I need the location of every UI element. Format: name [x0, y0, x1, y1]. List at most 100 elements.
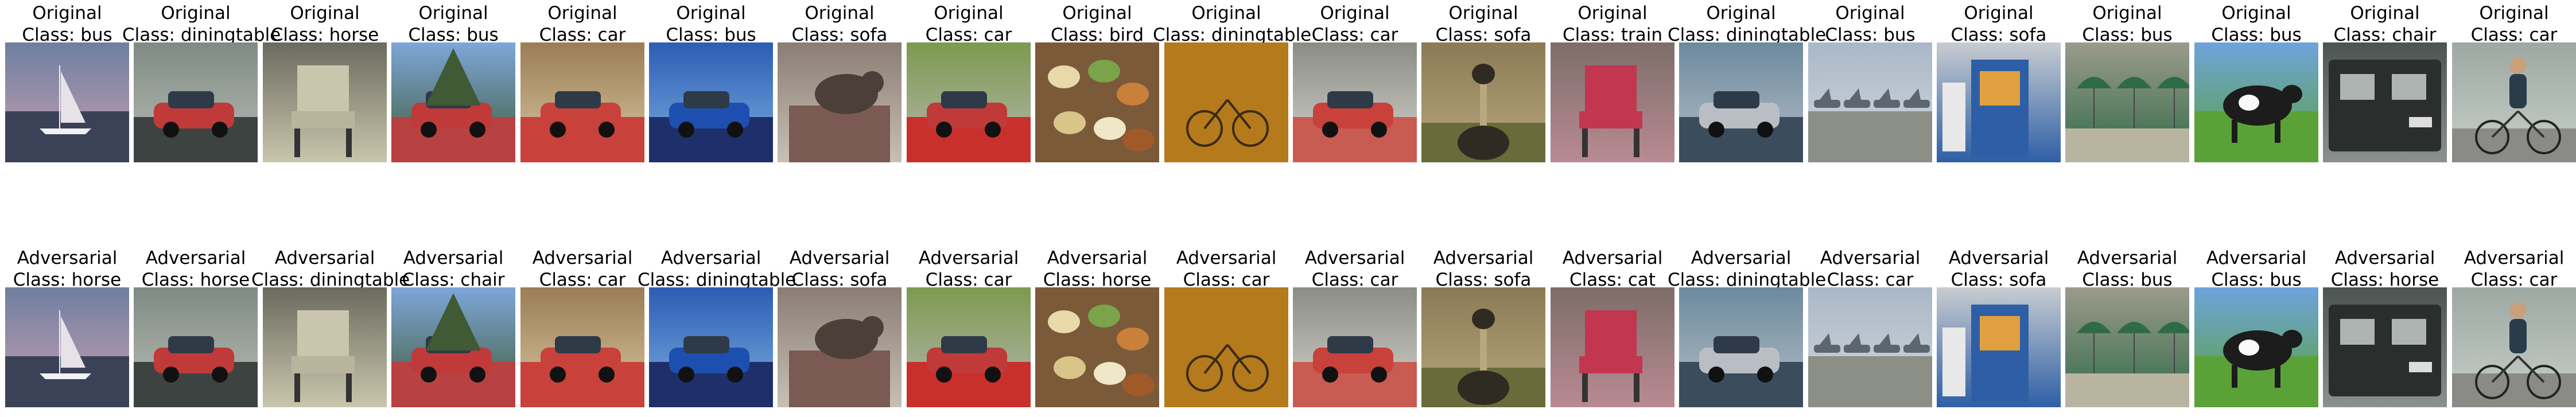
photo-umbrellas — [2065, 42, 2189, 162]
panel-title: Original — [1578, 3, 1648, 24]
class-label: Class: car — [895, 269, 1042, 291]
photo-cyclist — [2452, 42, 2576, 162]
photo-airplanes — [1808, 287, 1932, 407]
panel-title: Adversarial — [1562, 248, 1663, 268]
photo-cat — [778, 42, 902, 162]
image-thumbnail — [2194, 42, 2318, 162]
photo-cyclist — [2452, 287, 2576, 407]
image-thumbnail — [134, 287, 258, 407]
panel-title: Original — [1448, 3, 1518, 24]
class-value: bus — [2140, 25, 2173, 45]
photo-silver-car — [1679, 287, 1803, 407]
image-thumbnail — [1679, 287, 1803, 407]
panel-title: Original — [2479, 3, 2549, 24]
class-prefix: Class: — [1183, 270, 1242, 290]
panel-title: Adversarial — [532, 248, 633, 268]
image-thumbnail — [1293, 42, 1417, 162]
class-value: sofa — [2009, 25, 2047, 45]
panel-title: Original — [1320, 3, 1390, 24]
class-value: car — [2529, 25, 2558, 45]
photo-cow — [2194, 42, 2318, 162]
class-value: car — [597, 25, 626, 45]
class-label: Class: diningtable — [1153, 24, 1311, 46]
panel-title: Original — [1835, 3, 1905, 24]
class-label: Class: bus — [638, 24, 784, 46]
class-value: diningtable — [1211, 25, 1312, 45]
class-prefix: Class: — [1827, 270, 1886, 290]
panel-title: Adversarial — [1948, 248, 2049, 268]
panel-title: Original — [805, 3, 875, 24]
class-value: car — [1370, 270, 1398, 290]
class-label: Class: sofa — [766, 269, 913, 291]
panel-title: Adversarial — [2077, 248, 2178, 268]
class-label: Class: bus — [2183, 269, 2330, 291]
class-prefix: Class: — [2082, 25, 2141, 45]
class-value: bird — [1109, 25, 1144, 45]
class-prefix: Class: — [638, 270, 696, 290]
class-value: horse — [1101, 270, 1152, 290]
class-label: Class: car — [1281, 269, 1428, 291]
class-label: Class: bus — [2054, 269, 2201, 291]
panel-title: Original — [547, 3, 617, 24]
image-thumbnail — [1035, 42, 1159, 162]
class-value: horse — [200, 270, 250, 290]
class-prefix: Class: — [2470, 270, 2530, 290]
image-thumbnail — [1164, 287, 1288, 407]
photo-motorbike-road — [907, 42, 1031, 162]
class-prefix: Class: — [2470, 25, 2530, 45]
photo-emu — [1421, 287, 1545, 407]
image-thumbnail — [1164, 42, 1288, 162]
class-label: Class: bus — [0, 24, 141, 46]
class-label: Class: car — [895, 24, 1042, 46]
photo-emu — [1421, 42, 1545, 162]
class-value: diningtable — [309, 270, 410, 290]
photo-scooter-graffiti — [1293, 42, 1417, 162]
image-thumbnail — [1808, 42, 1932, 162]
panel-title: Adversarial — [2206, 248, 2307, 268]
class-prefix: Class: — [2333, 25, 2392, 45]
class-prefix: Class: — [791, 25, 850, 45]
panel-title: Adversarial — [1433, 248, 1534, 268]
class-value: horse — [2389, 270, 2439, 290]
panel-title: Original — [32, 3, 102, 24]
image-thumbnail — [520, 287, 644, 407]
class-prefix: Class: — [666, 25, 725, 45]
class-label: Class: bus — [2054, 24, 2201, 46]
class-label: Class: chair — [2311, 24, 2458, 46]
class-prefix: Class: — [1569, 270, 1628, 290]
class-label: Class: car — [509, 24, 656, 46]
class-value: car — [1370, 25, 1398, 45]
image-thumbnail — [778, 42, 902, 162]
class-value: sofa — [850, 25, 888, 45]
image-thumbnail — [1293, 287, 1417, 407]
class-label: Class: chair — [380, 269, 527, 291]
class-value: car — [1241, 270, 1270, 290]
class-value: car — [2529, 270, 2558, 290]
class-label: Class: bird — [1024, 24, 1171, 46]
photo-train — [2323, 287, 2447, 407]
class-value: sofa — [2009, 270, 2047, 290]
class-label: Class: diningtable — [1668, 269, 1826, 291]
